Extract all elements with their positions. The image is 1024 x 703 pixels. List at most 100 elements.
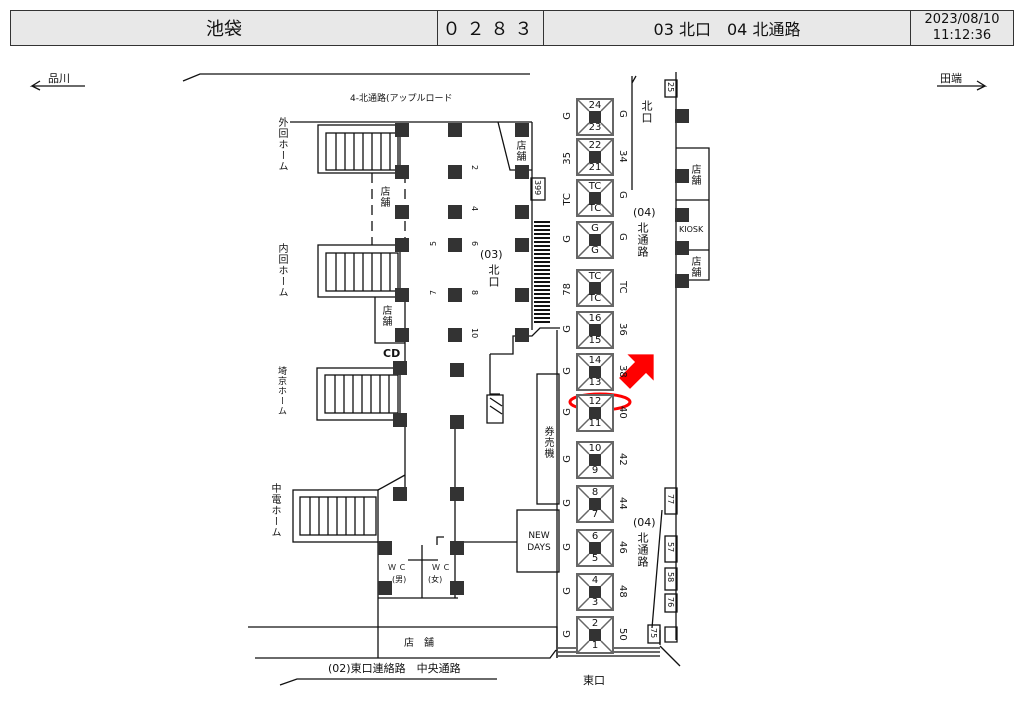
pillar: [378, 541, 392, 555]
pillar: [395, 328, 409, 342]
timestamp: 2023/08/10 11:12:36: [910, 10, 1014, 46]
gate-right-label: TC: [617, 281, 628, 294]
gate-bottom-number: 1: [591, 640, 599, 651]
gate-left-label: G: [562, 499, 573, 507]
gate-left-label: 35: [562, 152, 573, 165]
gate-cross: [578, 140, 612, 174]
shop-label: 店舗: [689, 256, 700, 278]
east-exit-label: 東口: [583, 674, 605, 687]
right-arrow: [937, 80, 988, 91]
gate-cross: [578, 531, 612, 565]
gate-bottom-number: 7: [591, 509, 599, 520]
gate-cross: [578, 313, 612, 347]
pillar: [675, 274, 689, 288]
gate-right-label: 38: [617, 365, 628, 378]
gate-cross: [578, 396, 612, 430]
date: 2023/08/10: [924, 12, 1000, 27]
ticket-gate: 12 11: [576, 394, 614, 432]
escalator: [534, 221, 550, 323]
gate-bottom-number: G: [591, 245, 599, 256]
top-arrow: [182, 73, 530, 82]
north-exit-code: (03): [480, 248, 503, 261]
gate-top-number: G: [591, 223, 599, 234]
stairs-outer: [317, 124, 401, 174]
pillar: [393, 487, 407, 501]
ticket-gate: 22 21: [576, 138, 614, 176]
wc-men: (男): [392, 575, 407, 584]
station-code: ０２８３: [437, 10, 544, 46]
ticket-machine-box: [536, 373, 560, 505]
pillar: [450, 541, 464, 555]
gate-bottom-number: 11: [588, 418, 602, 429]
exit-names: 03 北口 04 北通路: [543, 10, 911, 46]
red-arrow-icon: [619, 354, 654, 389]
pillar: [448, 165, 462, 179]
pillar: [450, 415, 464, 429]
pillar: [515, 165, 529, 179]
gate-left-label: G: [562, 325, 573, 333]
north-passage-code: (04): [633, 206, 656, 219]
stairs-chuden: [292, 489, 379, 543]
station-name: 池袋: [10, 10, 438, 46]
gate-cross: [578, 575, 612, 609]
box-77: [664, 487, 678, 515]
gate-top-number: 10: [588, 443, 602, 454]
num-75: 75: [649, 628, 658, 639]
box-399: [530, 177, 546, 201]
shop-label: 店舗: [378, 186, 389, 208]
shop-label: 店舗: [380, 305, 391, 327]
gate-bottom-number: 9: [591, 465, 599, 476]
pillar: [675, 241, 689, 255]
gate-cross: [578, 223, 612, 257]
gate-top-number: 12: [588, 396, 602, 407]
num-8: 8: [470, 290, 479, 296]
gate-top-number: 14: [588, 355, 602, 366]
shop-label: 店舗: [514, 140, 525, 162]
shop-label: 店舗: [689, 164, 700, 186]
pillar: [515, 205, 529, 219]
gate-bottom-number: 21: [588, 162, 602, 173]
num-2: 2: [470, 165, 479, 171]
num-25: 25: [666, 82, 675, 93]
gate-left-label: TC: [562, 193, 573, 206]
gate-cross: [578, 618, 612, 652]
gate-bottom-number: 13: [588, 377, 602, 388]
inner-platform-label: 内回ホーム: [276, 243, 287, 298]
pillar: [393, 413, 407, 427]
gate-top-number: 22: [588, 140, 602, 151]
gate-top-number: TC: [588, 181, 602, 192]
gate-left-label: G: [562, 630, 573, 638]
gate-left-label: G: [562, 367, 573, 375]
num-399: 399: [533, 180, 542, 196]
north-arrow: [631, 75, 637, 190]
pillar: [448, 328, 462, 342]
gate-left-label: G: [562, 408, 573, 416]
pillar: [675, 208, 689, 222]
num-7: 7: [429, 290, 438, 296]
ticket-gate: 14 13: [576, 353, 614, 391]
north-passage-label: 北通路: [636, 222, 649, 258]
gate-right-label: 42: [617, 453, 628, 466]
gate-right-label: 46: [617, 541, 628, 554]
gate-right-label: G: [617, 233, 628, 241]
saikyo-platform-label: 埼京ホーム: [276, 366, 286, 416]
wc-women-label: Ｗ Ｃ: [432, 563, 451, 572]
pillar: [395, 123, 409, 137]
gate-left-label: G: [562, 112, 573, 120]
num-77: 77: [666, 494, 675, 505]
kiosk-label: KIOSK: [679, 225, 704, 234]
pillar: [515, 288, 529, 302]
gate-right-label: 34: [617, 150, 628, 163]
gate-bottom-number: 23: [588, 122, 602, 133]
pillar: [395, 288, 409, 302]
num-10: 10: [470, 328, 479, 339]
gate-top-number: 4: [591, 575, 599, 586]
pillar: [450, 487, 464, 501]
gate-right-label: 50: [617, 628, 628, 641]
pillar: [448, 123, 462, 137]
